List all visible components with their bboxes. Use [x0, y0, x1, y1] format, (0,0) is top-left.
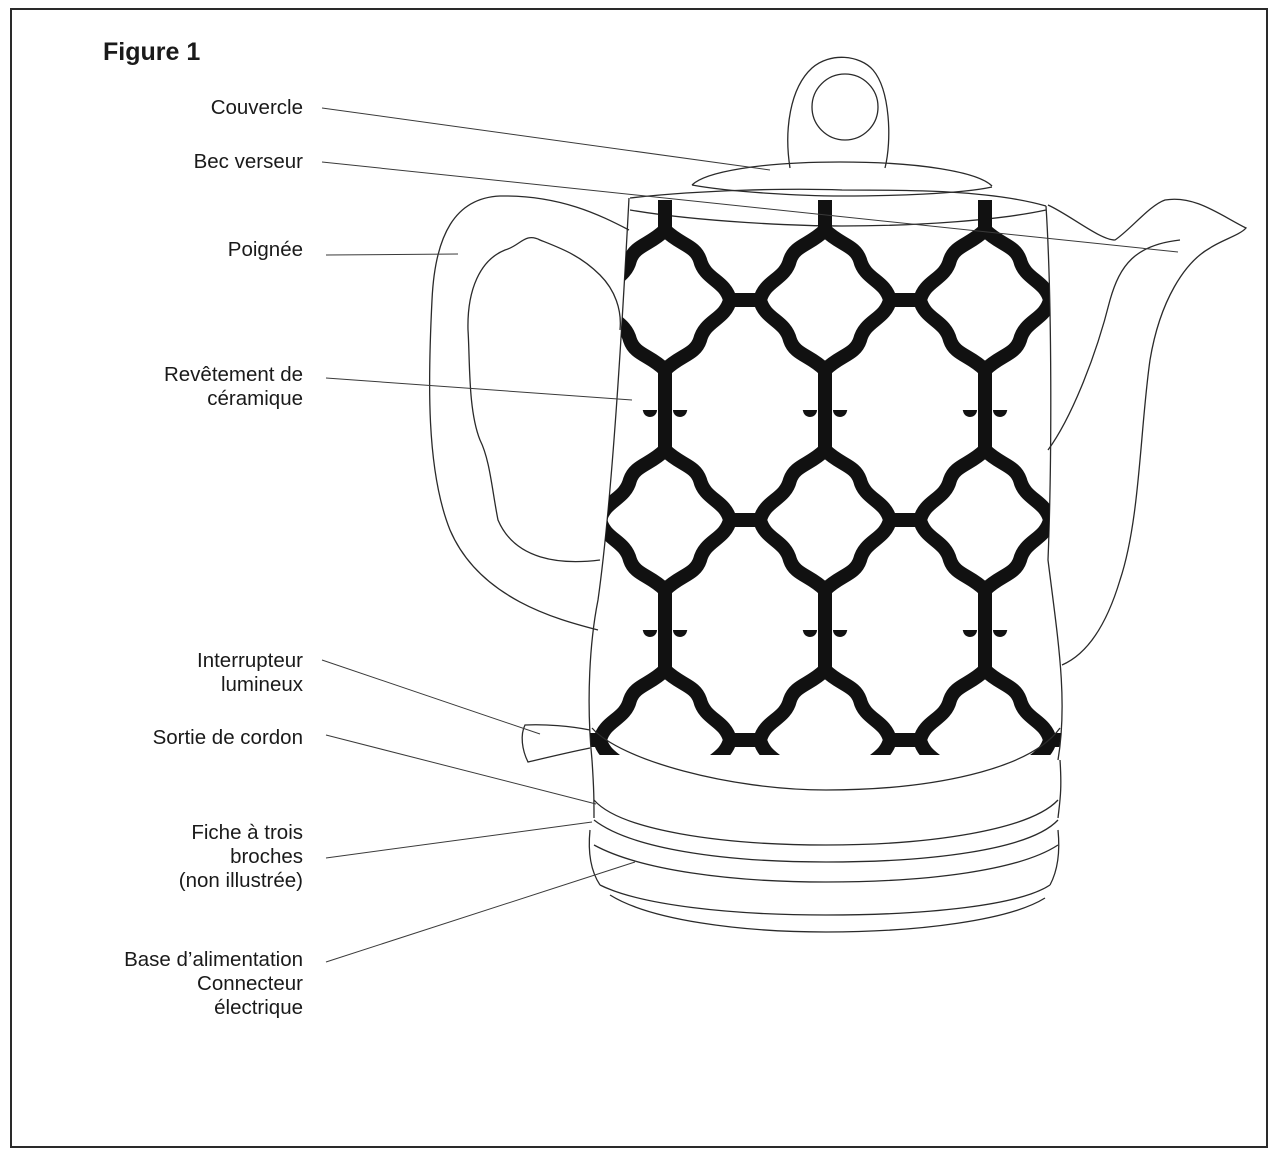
label-poignee-text: Poignée [227, 238, 303, 261]
label-fiche: Fiche à trois broches (non illustrée) [179, 821, 303, 893]
label-revetement: Revêtement de céramique [164, 363, 303, 411]
leader-sortie-cordon [325, 734, 597, 805]
leader-lines [321, 107, 1179, 963]
handle-outline [428, 195, 630, 631]
label-base: Base d’alimentation Connecteur électriqu… [124, 948, 303, 1020]
leader-fiche [325, 821, 593, 859]
leader-poignee [325, 253, 459, 256]
spout-outline [1047, 198, 1248, 666]
figure-frame [10, 8, 1268, 1148]
label-fiche-line-3: (non illustrée) [178, 869, 303, 892]
leader-couvercle [321, 107, 771, 171]
label-interrupteur-line-1: Interrupteur [197, 649, 303, 672]
leader-base [325, 861, 636, 963]
label-revetement-line-2: céramique [207, 387, 303, 410]
label-base-line-1: Base d’alimentation [124, 948, 303, 971]
switch-outline [521, 724, 591, 763]
leader-interrupteur [321, 659, 541, 735]
base-outline [588, 727, 1062, 933]
label-poignee: Poignée [228, 238, 303, 262]
label-fiche-line-1: Fiche à trois [191, 821, 303, 844]
label-bec-verseur: Bec verseur [194, 150, 303, 174]
label-fiche-line-2: broches [230, 845, 303, 868]
label-sortie-cordon: Sortie de cordon [153, 726, 303, 750]
label-base-line-3: électrique [214, 996, 303, 1019]
label-interrupteur-line-2: lumineux [220, 673, 303, 696]
leader-revetement [325, 377, 633, 401]
label-sortie-cordon-text: Sortie de cordon [152, 726, 303, 749]
label-base-line-2: Connecteur [197, 972, 303, 995]
label-interrupteur: Interrupteur lumineux [197, 649, 303, 697]
figure-title: Figure 1 [103, 38, 201, 66]
label-couvercle-text: Couvercle [210, 96, 303, 119]
label-couvercle: Couvercle [211, 96, 303, 120]
label-bec-verseur-text: Bec verseur [193, 150, 303, 173]
ceramic-pattern [589, 200, 1063, 755]
leader-bec-verseur [321, 161, 1179, 253]
label-revetement-line-1: Revêtement de [163, 363, 303, 386]
